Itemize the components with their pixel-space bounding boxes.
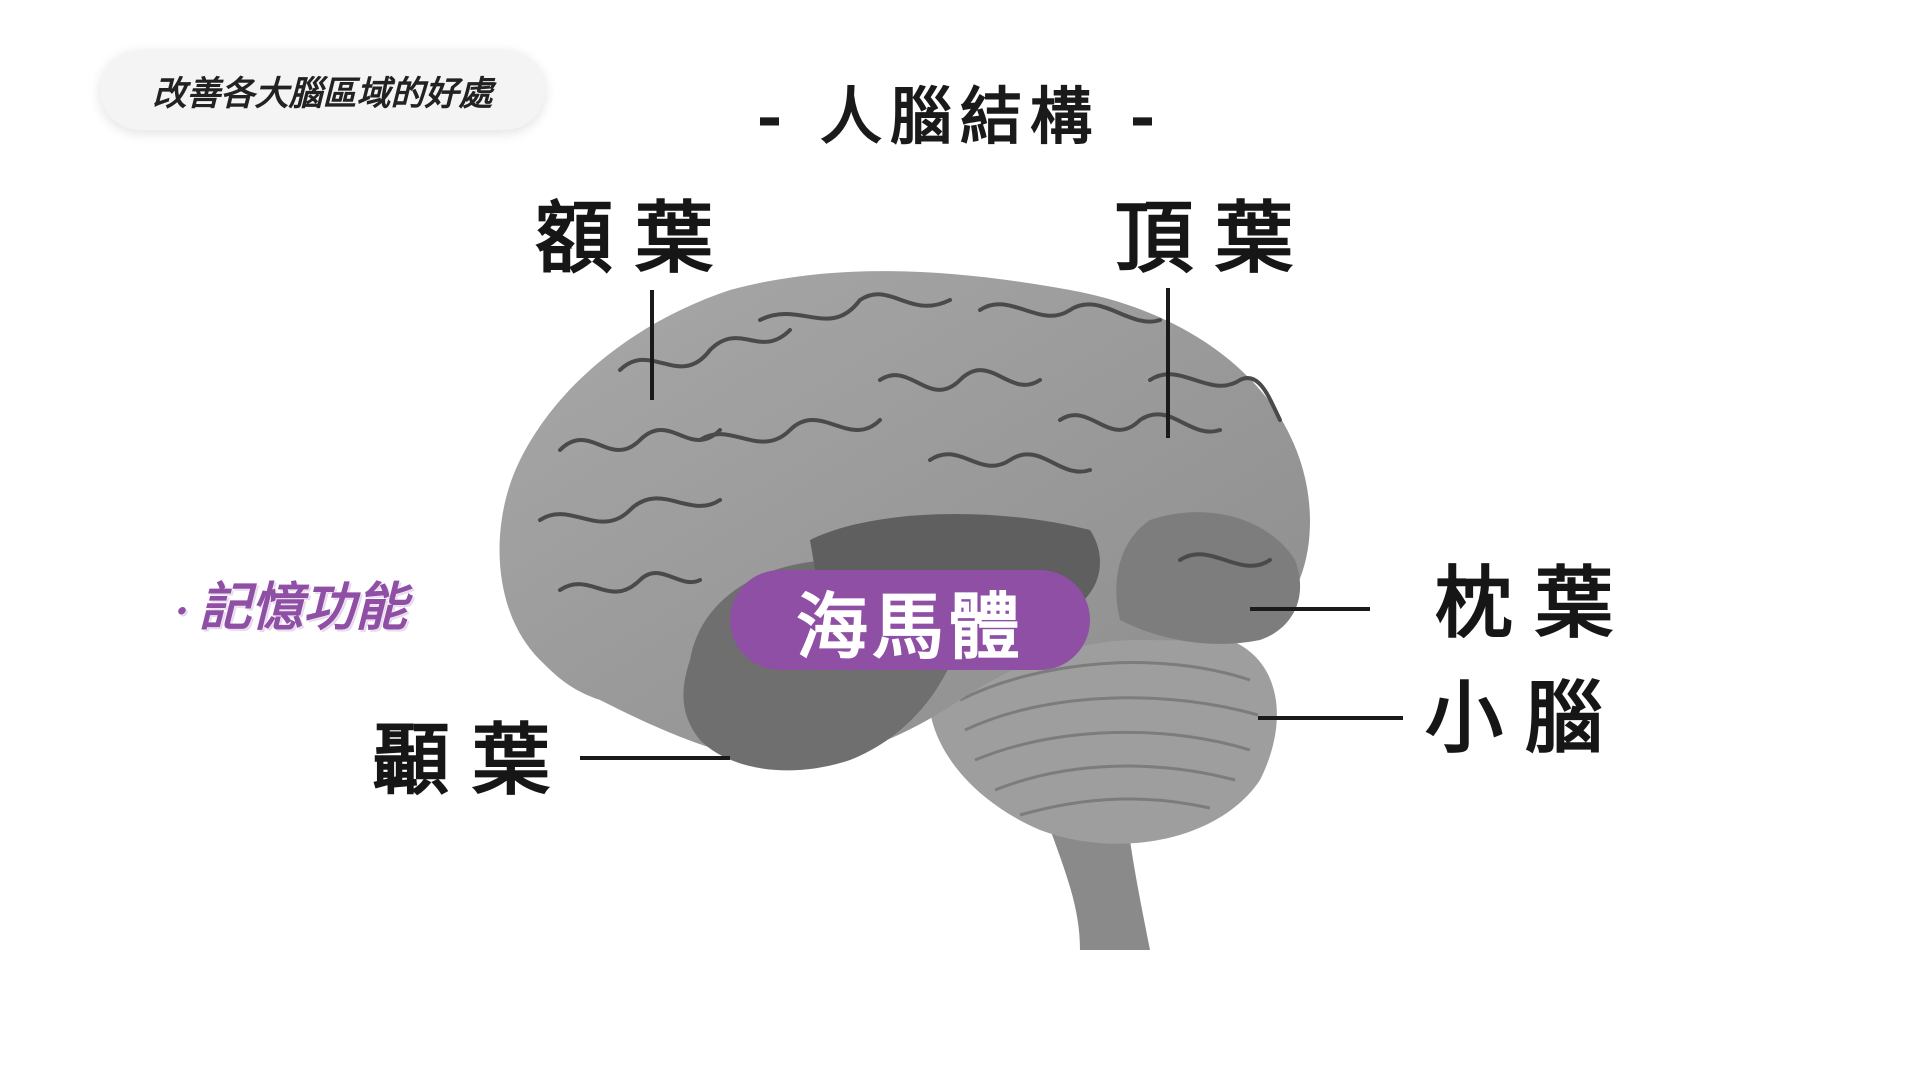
cerebellum-label: 小腦 [1425,673,1626,764]
hippocampus-label: 海馬體 [795,583,1024,669]
frontal-leader-line [650,290,654,400]
cerebellum-leader-line [1258,716,1403,720]
occipital-leader-line [1250,607,1370,611]
memory-function-text: 記憶功能 [198,577,407,638]
frontal-lobe-label: 額葉 [535,193,736,284]
bullet-icon: · [175,588,189,635]
temporal-lobe-label: 顳葉 [372,715,573,806]
section-tag: 改善各大腦區域的好處 [100,50,545,130]
hippocampus-highlight: 海馬體 [730,570,1090,670]
page-title: - 人腦結構 - [756,80,1164,153]
parietal-lobe-label: 頂葉 [1115,193,1316,284]
temporal-leader-line [580,756,730,760]
occipital-lobe-label: 枕葉 [1435,558,1636,649]
cerebellum-shape [928,625,1277,844]
section-tag-label: 改善各大腦區域的好處 [152,73,493,114]
memory-function-note: ·記憶功能 [175,565,407,640]
parietal-leader-line [1166,288,1170,438]
